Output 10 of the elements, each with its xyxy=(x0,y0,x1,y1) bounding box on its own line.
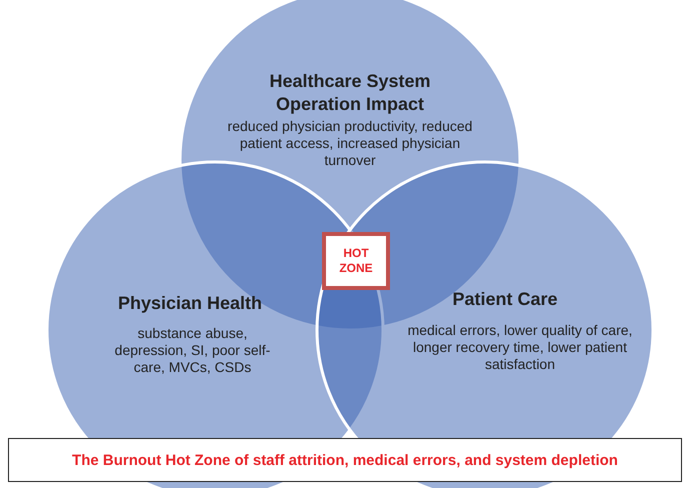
hot-zone-label: HOT ZONE xyxy=(338,246,374,276)
circle-description: medical errors, lower quality of care, longer recovery time, lower patient satisfaction xyxy=(406,322,634,373)
circle-description: reduced physician productivity, reduced patient access, increased physician turnover xyxy=(226,118,474,169)
hot-zone-box xyxy=(322,232,390,290)
banner-box xyxy=(8,438,682,482)
circle-heading: Physician Health xyxy=(116,292,264,315)
banner-text: The Burnout Hot Zone of staff attrition, medical errors, and system depletion xyxy=(72,452,618,468)
circle-description: substance abuse, depression, SI, poor self-care, MVCs, CSDs xyxy=(114,325,272,376)
circle-heading: Patient Care xyxy=(451,288,559,311)
circle-heading: Healthcare System Operation Impact xyxy=(268,70,432,116)
